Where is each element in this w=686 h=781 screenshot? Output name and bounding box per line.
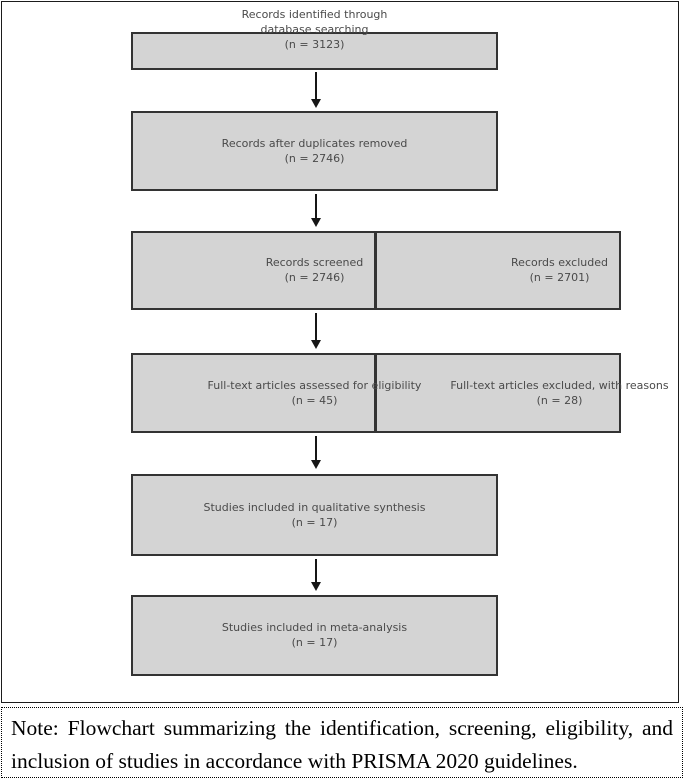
text-line: Records identified through (241, 8, 388, 21)
arrow-shaft (314, 313, 317, 340)
box-duplicates-removed (131, 111, 498, 191)
note-line-1: Note: Flowchart summarizing the identifi… (11, 716, 673, 740)
label-duplicates-removed: Records after duplicates removed (n = 274… (131, 136, 498, 166)
arrow-head (310, 99, 321, 108)
down-arrow-icon (310, 559, 321, 591)
text-line: Studies included in meta-analysis (221, 621, 408, 634)
box-qualitative-synthesis (131, 474, 498, 556)
box-records-excluded (375, 231, 621, 310)
text-line: (n = 2746) (284, 152, 345, 165)
text-line: (n = 28) (536, 394, 583, 407)
down-arrow-icon (310, 72, 321, 108)
text-line: database searching (260, 23, 369, 36)
down-arrow-icon (310, 436, 321, 469)
label-meta-analysis: Studies included in meta-analysis (n = 17… (131, 620, 498, 650)
down-arrow-icon (310, 194, 321, 227)
arrow-shaft (314, 72, 317, 99)
text-line: (n = 3123) (284, 38, 345, 51)
text-line: (n = 2701) (529, 271, 590, 284)
box-fulltext-assessed (131, 353, 376, 433)
label-qualitative-synthesis: Studies included in qualitative synthesi… (131, 500, 498, 530)
label-records-excluded: Records excluded (n = 2701) (376, 255, 686, 285)
flowchart-outer-frame (1, 1, 679, 703)
text-line: Full-text articles assessed for eligibil… (207, 379, 422, 392)
arrow-head (310, 340, 321, 349)
arrow-shaft (314, 194, 317, 218)
text-line: (n = 2746) (284, 271, 345, 284)
label-records-screened: Records screened (n = 2746) (131, 255, 498, 285)
figure-note-caption: Note: Flowchart summarizing the identifi… (1, 707, 683, 778)
text-line: Records excluded (511, 256, 608, 269)
text-line: Records after duplicates removed (221, 137, 408, 150)
arrow-head (310, 218, 321, 227)
box-records-identified (131, 32, 498, 70)
text-line: (n = 17) (291, 636, 338, 649)
text-line: Studies included in qualitative synthesi… (203, 501, 426, 514)
arrow-head (310, 460, 321, 469)
arrow-head (310, 582, 321, 591)
note-line-2: inclusion of studies in accordance with … (11, 749, 578, 773)
label-records-identified: Records identified through database searc… (131, 7, 498, 52)
text-line: (n = 45) (291, 394, 338, 407)
box-meta-analysis (131, 595, 498, 676)
label-fulltext-excluded: Full-text articles excluded, with reason… (376, 378, 686, 408)
arrow-shaft (314, 436, 317, 460)
text-line: (n = 17) (291, 516, 338, 529)
arrow-shaft (314, 559, 317, 582)
text-line: Records screened (265, 256, 364, 269)
down-arrow-icon (310, 313, 321, 349)
box-fulltext-excluded (375, 353, 621, 433)
text-line: Full-text articles excluded, with reason… (450, 379, 669, 392)
label-fulltext-assessed: Full-text articles assessed for eligibil… (131, 378, 498, 408)
